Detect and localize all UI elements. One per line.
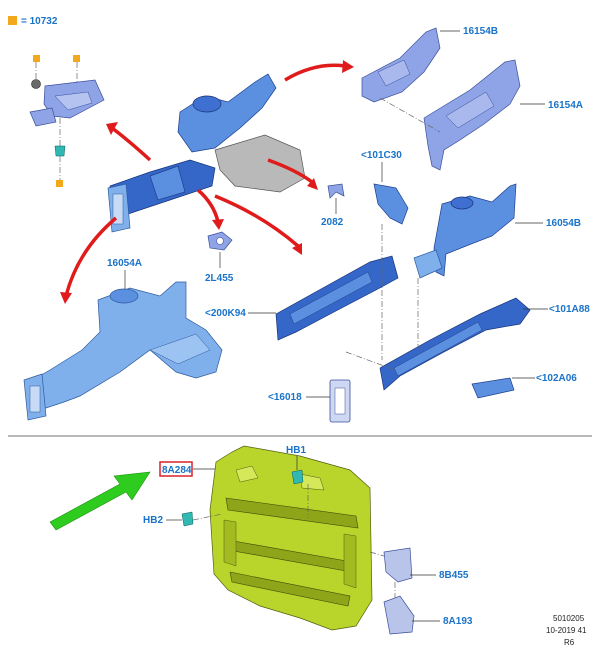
small-bracket-assembly — [29, 55, 105, 187]
callout-101C30: <101C30 — [361, 150, 402, 161]
callout-8A284-highlight — [159, 461, 193, 477]
part-HB2-clip — [181, 511, 194, 527]
part-102A06 — [471, 377, 515, 399]
callout-16154A: 16154A — [548, 100, 583, 111]
footer-line-3: R6 — [564, 638, 575, 647]
callout-HB1: HB1 — [286, 445, 306, 456]
part-8A284-radiator-support — [209, 445, 373, 631]
part-16154B — [361, 27, 441, 103]
part-101A88 — [379, 297, 531, 391]
callout-8A193: 8A193 — [443, 616, 473, 627]
callout-101A88: <101A88 — [549, 304, 590, 315]
callout-2082: 2082 — [321, 217, 344, 228]
exploded-arrows — [60, 60, 354, 304]
part-HB1-clip — [291, 469, 304, 485]
callout-2L455: 2L455 — [205, 273, 234, 284]
callout-HB2: HB2 — [143, 515, 163, 526]
callout-102A06: <102A06 — [536, 373, 577, 384]
part-16154A — [423, 59, 521, 171]
callout-200K94: <200K94 — [205, 308, 246, 319]
footer-line-2: 10-2019 41 — [546, 626, 587, 635]
footer-line-1: 5010205 — [553, 614, 585, 623]
callout-16054A: 16054A — [107, 258, 142, 269]
part-2L455 — [207, 231, 233, 251]
callout-16154B: 16154B — [463, 26, 498, 37]
callout-16054B: 16054B — [546, 218, 581, 229]
part-16054A — [23, 281, 223, 421]
callout-8B455: 8B455 — [439, 570, 469, 581]
green-view-arrow — [49, 471, 151, 531]
part-8B455 — [383, 547, 413, 583]
part-101C30 — [373, 183, 409, 225]
part-16018 — [329, 379, 351, 423]
part-200K94 — [275, 255, 399, 341]
apron-assembly-main — [107, 73, 306, 233]
part-2082 — [327, 183, 345, 199]
part-8A193 — [383, 595, 415, 635]
callout-8A284: 8A284 — [162, 465, 192, 476]
part-16054B — [413, 183, 517, 279]
callout-16018: <16018 — [268, 392, 302, 403]
legend-label: = 10732 — [21, 16, 58, 27]
legend-marker — [8, 16, 17, 25]
